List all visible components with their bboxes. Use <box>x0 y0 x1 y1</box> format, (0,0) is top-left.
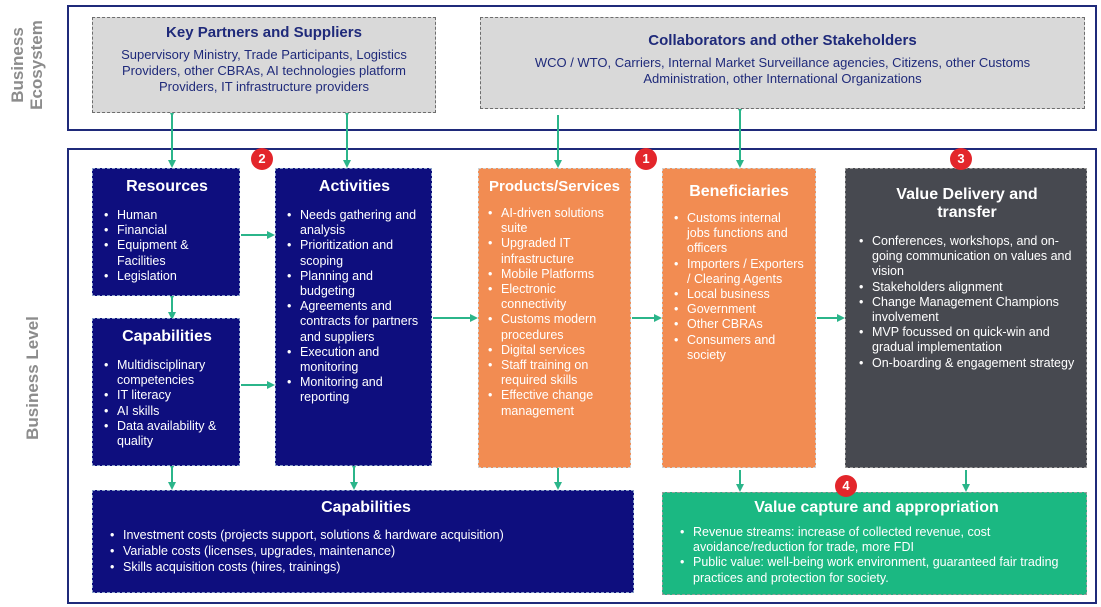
products-services-title: Products/Services <box>489 178 620 195</box>
badge-1: 1 <box>635 148 657 170</box>
list-item: Digital services <box>485 343 624 358</box>
list-item: Upgraded IT infrastructure <box>485 236 624 266</box>
list-item: MVP focussed on quick-win and gradual im… <box>856 325 1078 355</box>
value-capture-box: Value capture and appropriation Revenue … <box>662 492 1087 595</box>
products-services-box: Products/Services AI-driven solutions su… <box>478 168 631 468</box>
list-item: Execution and monitoring <box>284 345 425 375</box>
collaborators-text: WCO / WTO, Carriers, Internal Market Sur… <box>534 55 1031 86</box>
key-partners-text: Supervisory Ministry, Trade Participants… <box>121 47 407 94</box>
list-item: Government <box>671 302 807 317</box>
capabilities-list: Multidisciplinary competencies IT litera… <box>101 358 233 449</box>
list-item: Conferences, workshops, and on-going com… <box>856 234 1078 280</box>
list-item: Agreements and contracts for partners an… <box>284 299 425 345</box>
badge-4: 4 <box>835 475 857 497</box>
list-item: Consumers and society <box>671 333 807 363</box>
list-item: Revenue streams: increase of collected r… <box>677 525 1076 555</box>
value-capture-list: Revenue streams: increase of collected r… <box>677 525 1076 586</box>
activities-title: Activities <box>318 178 391 195</box>
list-item: AI skills <box>101 404 233 419</box>
resources-title: Resources <box>126 178 208 195</box>
list-item: Electronic connectivity <box>485 282 624 312</box>
list-item: On-boarding & engagement strategy <box>856 356 1078 371</box>
costs-list: Investment costs (projects support, solu… <box>107 527 625 575</box>
activities-box: Activities Needs gathering and analysis … <box>275 168 432 466</box>
value-capture-title: Value capture and appropriation <box>754 499 999 516</box>
list-item: Equipment & Facilities <box>101 238 233 268</box>
list-item: AI-driven solutions suite <box>485 206 624 236</box>
list-item: Prioritization and scoping <box>284 238 425 268</box>
value-delivery-box: Value Delivery and transfer Conferences,… <box>845 168 1087 468</box>
badge-3: 3 <box>950 148 972 170</box>
list-item: Monitoring and reporting <box>284 375 425 405</box>
resources-box: Resources Human Financial Equipment & Fa… <box>92 168 240 296</box>
list-item: Local business <box>671 287 807 302</box>
value-delivery-list: Conferences, workshops, and on-going com… <box>856 234 1078 371</box>
list-item: Customs internal jobs functions and offi… <box>671 211 807 257</box>
list-item: Effective change management <box>485 388 624 418</box>
collaborators-box: Collaborators and other Stakeholders WCO… <box>480 17 1085 109</box>
list-item: Planning and budgeting <box>284 269 425 299</box>
beneficiaries-box: Beneficiaries Customs internal jobs func… <box>662 168 816 468</box>
list-item: Investment costs (projects support, solu… <box>107 527 625 543</box>
list-item: Importers / Exporters / Clearing Agents <box>671 257 807 287</box>
beneficiaries-list: Customs internal jobs functions and offi… <box>671 211 807 363</box>
list-item: Variable costs (licenses, upgrades, main… <box>107 543 625 559</box>
list-item: Public value: well-being work environmen… <box>677 555 1076 585</box>
list-item: Change Management Champions involvement <box>856 295 1078 325</box>
products-services-list: AI-driven solutions suite Upgraded IT in… <box>485 206 624 419</box>
list-item: Multidisciplinary competencies <box>101 358 233 388</box>
list-item: Mobile Platforms <box>485 267 624 282</box>
list-item: IT literacy <box>101 388 233 403</box>
list-item: Stakeholders alignment <box>856 280 1078 295</box>
list-item: Staff training on required skills <box>485 358 624 388</box>
ecosystem-frame <box>67 5 1097 131</box>
capabilities-title: Capabilities <box>122 328 212 345</box>
list-item: Skills acquisition costs (hires, trainin… <box>107 559 625 575</box>
list-item: Human <box>101 208 233 223</box>
list-item: Data availability & quality <box>101 419 233 449</box>
key-partners-title: Key Partners and Suppliers <box>166 24 362 41</box>
business-level-frame <box>67 148 1097 604</box>
value-delivery-title: Value Delivery and transfer <box>896 186 1038 221</box>
costs-box: Capabilities Investment costs (projects … <box>92 490 634 593</box>
activities-list: Needs gathering and analysis Prioritizat… <box>284 208 425 406</box>
list-item: Financial <box>101 223 233 238</box>
list-item: Legislation <box>101 269 233 284</box>
list-item: Other CBRAs <box>671 317 807 332</box>
badge-2: 2 <box>251 148 273 170</box>
key-partners-box: Key Partners and Suppliers Supervisory M… <box>92 17 436 113</box>
resources-list: Human Financial Equipment & Facilities L… <box>101 208 233 284</box>
collaborators-title: Collaborators and other Stakeholders <box>648 32 917 49</box>
beneficiaries-title: Beneficiaries <box>689 183 789 200</box>
list-item: Needs gathering and analysis <box>284 208 425 238</box>
list-item: Customs modern procedures <box>485 312 624 342</box>
capabilities-box: Capabilities Multidisciplinary competenc… <box>92 318 240 466</box>
costs-title: Capabilities <box>321 499 411 516</box>
